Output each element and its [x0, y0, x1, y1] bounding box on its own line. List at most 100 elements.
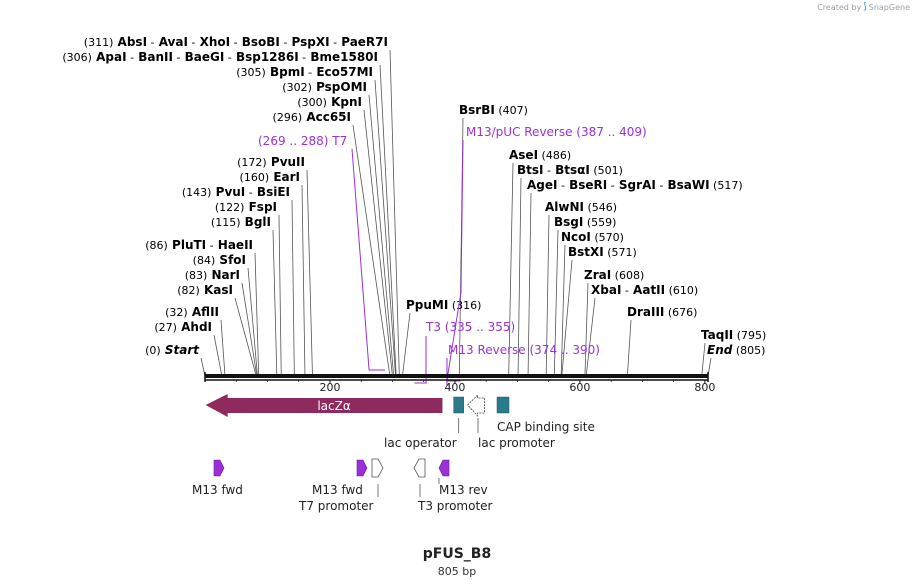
enzyme-label: (311) AbsI - AvaI - XhoI - BsoBI - PspXI…: [84, 35, 388, 49]
ruler-tick-label: 600: [569, 381, 590, 394]
enzyme-site-position: (517): [710, 179, 743, 192]
plasmid-length: 805 bp: [437, 565, 477, 578]
enzyme-label: (305) BpmI - Eco57MI: [236, 65, 373, 79]
enzyme-connector: [517, 177, 522, 377]
enzyme-label: DraIII (676): [627, 305, 697, 319]
enzyme-connector: [527, 192, 532, 377]
enzyme-name: AseI: [509, 148, 538, 162]
promoter-arrow: [371, 458, 384, 478]
enzyme-name: BseRI: [565, 178, 607, 192]
enzyme-separator: -: [621, 284, 628, 297]
enzyme-site-position: (501): [590, 164, 623, 177]
enzyme-connector: [278, 214, 282, 377]
enzyme-connector: [254, 252, 260, 377]
enzyme-site-position: (608): [611, 269, 644, 282]
m13-rev-primer-arrow: [438, 459, 450, 477]
enzyme-name: BtsI: [517, 163, 544, 177]
enzyme-name: SfoI: [215, 253, 246, 267]
enzyme-label: (27) AhdI: [154, 320, 212, 334]
enzyme-site-position: (610): [665, 284, 698, 297]
enzyme-label: NcoI (570): [561, 230, 624, 244]
enzyme-site-position: (805): [732, 344, 765, 357]
enzyme-separator: -: [607, 179, 614, 192]
enzyme-connector: [306, 169, 313, 377]
enzyme-site-position: (115): [211, 216, 241, 229]
lac-promoter-arrow: [467, 394, 485, 418]
enzyme-name: FspI: [244, 200, 277, 214]
enzyme-name: XbaI: [591, 283, 621, 297]
primer-label: M13 Reverse (374 .. 390): [448, 343, 600, 357]
enzyme-connector: [560, 244, 566, 377]
enzyme-connector: [352, 124, 391, 377]
enzyme-site-position: (172): [237, 156, 267, 169]
enzyme-connector: [272, 229, 278, 377]
enzyme-name: BsoBI: [238, 35, 280, 49]
enzyme-label: XbaI - AatII (610): [591, 283, 698, 297]
cap-binding-site-box: [496, 396, 510, 414]
enzyme-connector: [389, 49, 400, 377]
enzyme-label: (115) BglI: [211, 215, 271, 229]
enzyme-name: Start: [161, 343, 201, 357]
enzyme-site-position: (86): [145, 239, 168, 252]
primer-connector: [446, 139, 464, 382]
primer-connector: [446, 358, 449, 386]
enzyme-name: KpnI: [327, 95, 362, 109]
enzyme-name: TaqII: [701, 328, 733, 342]
enzyme-name: AlwNI: [545, 200, 584, 214]
enzyme-site-position: (27): [154, 321, 177, 334]
enzyme-name: Acc65I: [302, 110, 351, 124]
enzyme-label: BsgI (559): [554, 215, 616, 229]
enzyme-name: NcoI: [561, 230, 591, 244]
enzyme-site-position: (311): [84, 36, 114, 49]
enzyme-name: Bme1580I: [306, 50, 378, 64]
enzyme-label: ZraI (608): [584, 268, 644, 282]
primer-label: T3 (335 .. 355): [425, 320, 515, 334]
enzyme-name: HaeII: [214, 238, 253, 252]
enzyme-label: (32) AflII: [165, 305, 219, 319]
snapgene-credit: Created by ⟆ SnapGene: [817, 2, 910, 12]
m13-fwd-primer-arrow: [356, 459, 368, 477]
m13-fwd-label: M13 fwd: [312, 483, 363, 497]
enzyme-site-position: (305): [236, 66, 266, 79]
enzyme-site-position: (32): [165, 306, 188, 319]
enzyme-name: Bsp1286I: [232, 50, 299, 64]
lac-operator-label: lac operator: [384, 436, 457, 450]
enzyme-label: BtsI - BtsαI (501): [517, 163, 623, 177]
enzyme-site-position: (559): [583, 216, 616, 229]
enzyme-separator: -: [305, 66, 312, 79]
enzyme-label: (84) SfoI: [193, 253, 246, 267]
enzyme-connector: [701, 342, 706, 377]
enzyme-name: AgeI: [527, 178, 557, 192]
t7-promoter-label: T7 promoter: [298, 499, 374, 513]
credit-prefix: Created by: [817, 2, 862, 12]
enzyme-connector: [508, 162, 514, 377]
primer-connector: [414, 336, 427, 384]
enzyme-connector: [584, 282, 589, 377]
lac-promoter-label: lac promoter: [478, 436, 555, 450]
enzyme-name: PspOMI: [312, 80, 367, 94]
enzyme-label: AlwNI (546): [545, 200, 617, 214]
enzyme-label: AgeI - BseRI - SgrAI - BsaWI (517): [527, 178, 743, 192]
enzyme-name: BstXI: [568, 245, 604, 259]
enzyme-site-position: (0): [145, 344, 161, 357]
enzyme-name: PspXI: [287, 35, 329, 49]
enzyme-separator: -: [230, 36, 237, 49]
lacZ-alpha-label: lacZα: [317, 399, 351, 413]
lacZ-alpha-arrow: [205, 394, 443, 417]
enzyme-name: KasI: [200, 283, 233, 297]
enzyme-name: ApaI: [92, 50, 127, 64]
enzyme-label: BsrBI (407): [459, 103, 528, 117]
enzyme-separator: -: [544, 164, 551, 177]
enzyme-name: DraIII: [627, 305, 664, 319]
enzyme-label: (160) EarI: [240, 170, 300, 184]
enzyme-label: End (805): [707, 343, 765, 357]
m13-rev-label: M13 rev: [439, 483, 488, 497]
enzyme-label: (143) PvuI - BsiEI: [182, 185, 290, 199]
enzyme-name: End: [707, 343, 733, 357]
enzyme-name: NarI: [207, 268, 240, 282]
enzyme-label: (300) KpnI: [297, 95, 362, 109]
enzyme-connector: [291, 199, 295, 377]
primer-labels: [351, 139, 464, 386]
enzyme-separator: -: [188, 36, 195, 49]
